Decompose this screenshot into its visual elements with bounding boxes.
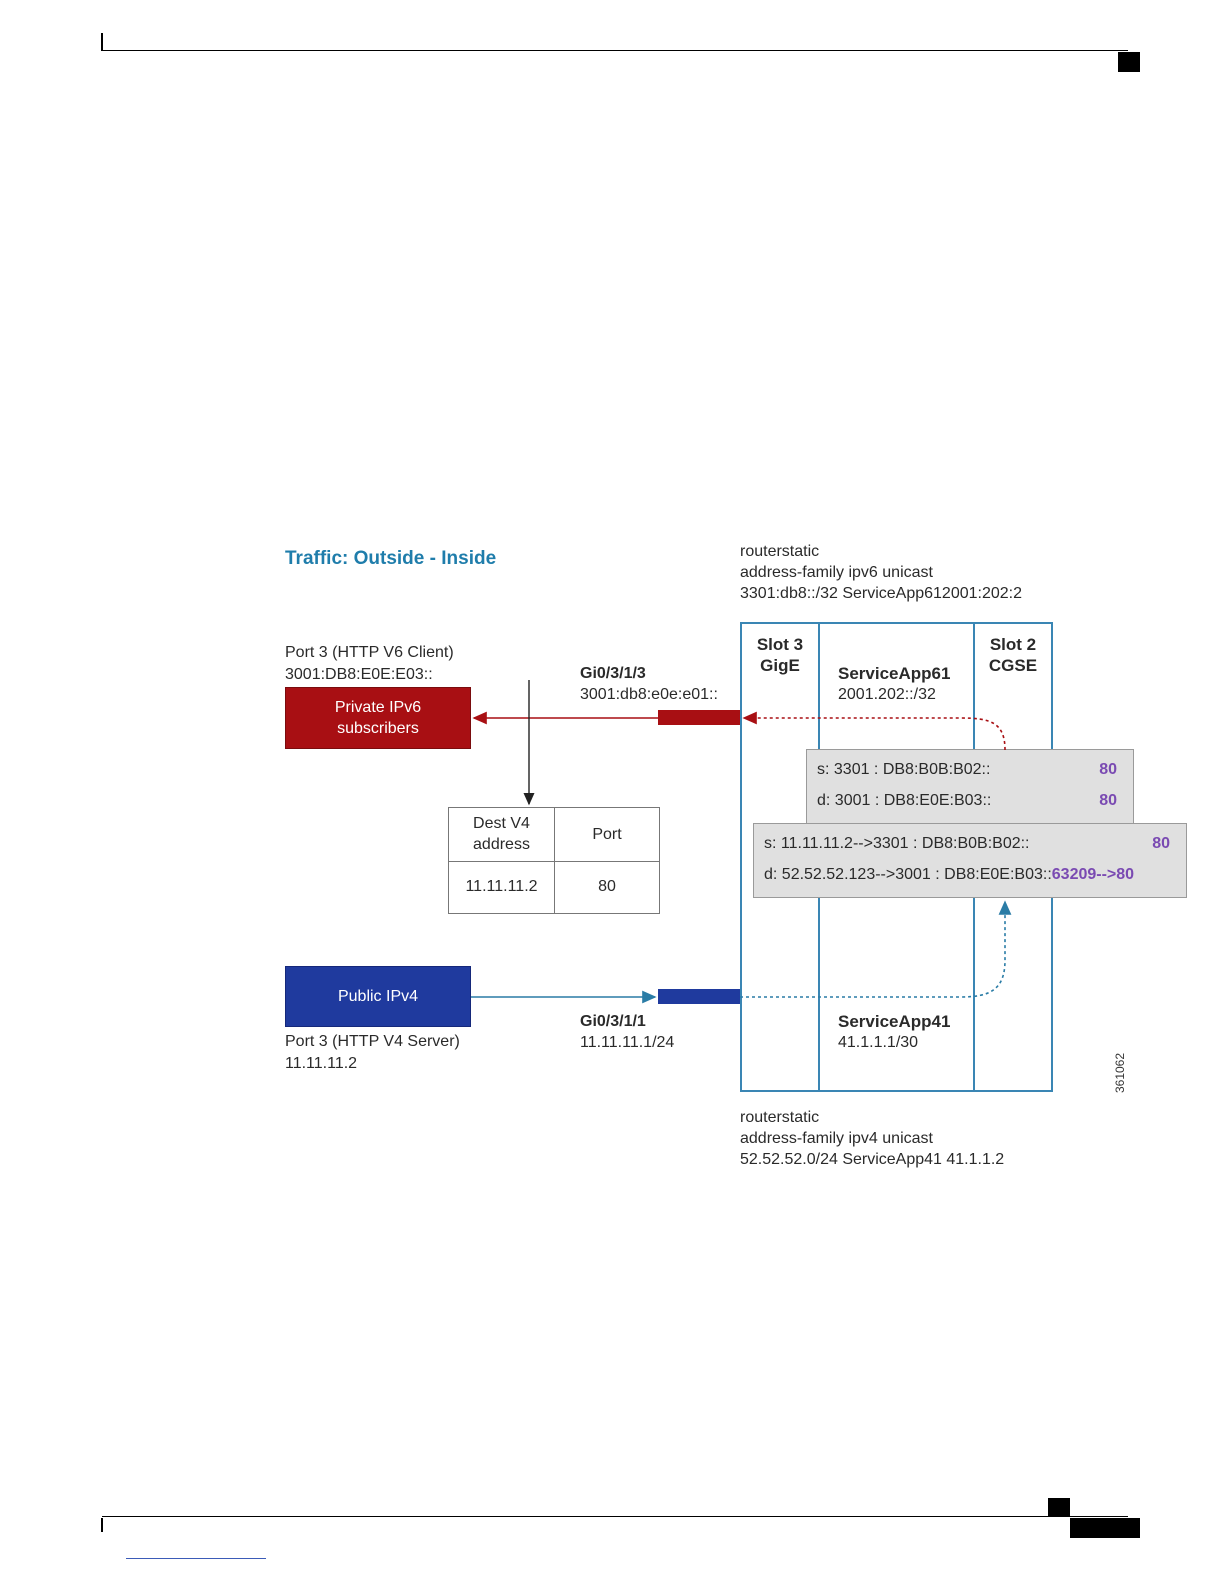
packet-translate-source: s: 11.11.11.2-->3301 : DB8:B0B:B02:: [764, 835, 1030, 852]
serviceapp61-name: ServiceApp61 [838, 664, 951, 683]
table-header-address: Dest V4 address [473, 815, 530, 853]
v4-server-label-line2: 11.11.11.2 [285, 1055, 358, 1072]
packet-translate-dest-prefix: d: 52.52.52.123-->3001 : DB8:E0E:B03:: [764, 866, 1052, 883]
v6-client-label-line2: 3001:DB8:E0E:E03:: [285, 666, 433, 683]
v4-server-label-line1: Port 3 (HTTP V4 Server) [285, 1033, 460, 1050]
top-route-line2: address-family ipv6 unicast [740, 564, 933, 581]
packet-translate-source-port: 80 [1152, 835, 1170, 852]
bottom-route-line2: address-family ipv4 unicast [740, 1130, 933, 1147]
table-header-port: Port [592, 826, 622, 843]
slot3-label: Slot 3 GigE [756, 635, 804, 675]
footer-link-underline[interactable] [126, 1558, 266, 1559]
top-route-line3: 3301:db8::/32 ServiceApp612001:202:2 [740, 585, 1023, 602]
iface-bottom-name: Gi0/3/1/1 [580, 1013, 646, 1030]
footer-rule [102, 1516, 1128, 1517]
table-divider-vertical [554, 808, 555, 913]
packet-v6-box: s: 3301 : DB8:B0B:B02:: 80 d: 3001 : DB8… [806, 749, 1134, 824]
slot2-label: Slot 2 CGSE [988, 635, 1038, 675]
iface-top-port [658, 710, 740, 725]
table-value-port: 80 [598, 878, 616, 895]
serviceapp41-addr: 41.1.1.1/30 [838, 1034, 919, 1051]
top-route-line1: routerstatic [740, 543, 820, 560]
v6-client-label-line1: Port 3 (HTTP V6 Client) [285, 644, 454, 661]
v4-to-cgse-dotted-path [740, 900, 1012, 998]
dest-v4-table: Dest V4 address Port 11.11.11.2 80 [448, 807, 660, 914]
header-rule [102, 50, 1128, 51]
private-ipv6-subscribers-box: Private IPv6 subscribers [285, 687, 471, 749]
table-value-address: 11.11.11.2 [465, 878, 538, 895]
serviceapp61-addr: 2001.202::/32 [838, 686, 936, 703]
bottom-route-line3: 52.52.52.0/24 ServiceApp41 41.1.1.2 [740, 1151, 1005, 1168]
packet-translate-dest: d: 52.52.52.123-->3001 : DB8:E0E:B03::63… [764, 864, 1134, 885]
v6-translated-dotted-path [742, 711, 1006, 751]
packet-v6-dest-port: 80 [1099, 792, 1117, 809]
iface-top-name: Gi0/3/1/3 [580, 665, 646, 682]
packet-v6-source-port: 80 [1099, 761, 1117, 778]
bottom-route-line1: routerstatic [740, 1109, 820, 1126]
footer-marker [1048, 1498, 1070, 1516]
header-marker [1118, 52, 1140, 72]
public-ipv4-box: Public IPv4 [285, 966, 471, 1027]
diagram-title: Traffic: Outside - Inside [285, 548, 497, 569]
iface-bottom-port [658, 989, 740, 1004]
packet-v6-dest: d: 3001 : DB8:E0E:B03:: [817, 792, 992, 809]
table-divider-horizontal [449, 861, 659, 862]
packet-translate-box: s: 11.11.11.2-->3301 : DB8:B0B:B02:: 80 … [753, 823, 1187, 898]
packet-translate-dest-port: 63209-->80 [1051, 866, 1135, 883]
packet-v6-source: s: 3301 : DB8:B0B:B02:: [817, 761, 991, 778]
footer-page-tab [1070, 1518, 1140, 1538]
iface-bottom-addr: 11.11.11.1/24 [580, 1034, 675, 1051]
serviceapp41-name: ServiceApp41 [838, 1012, 951, 1031]
footer-tick [101, 1518, 103, 1532]
iface-top-addr: 3001:db8:e0e:e01:: [580, 686, 718, 703]
header-tick [101, 33, 103, 51]
